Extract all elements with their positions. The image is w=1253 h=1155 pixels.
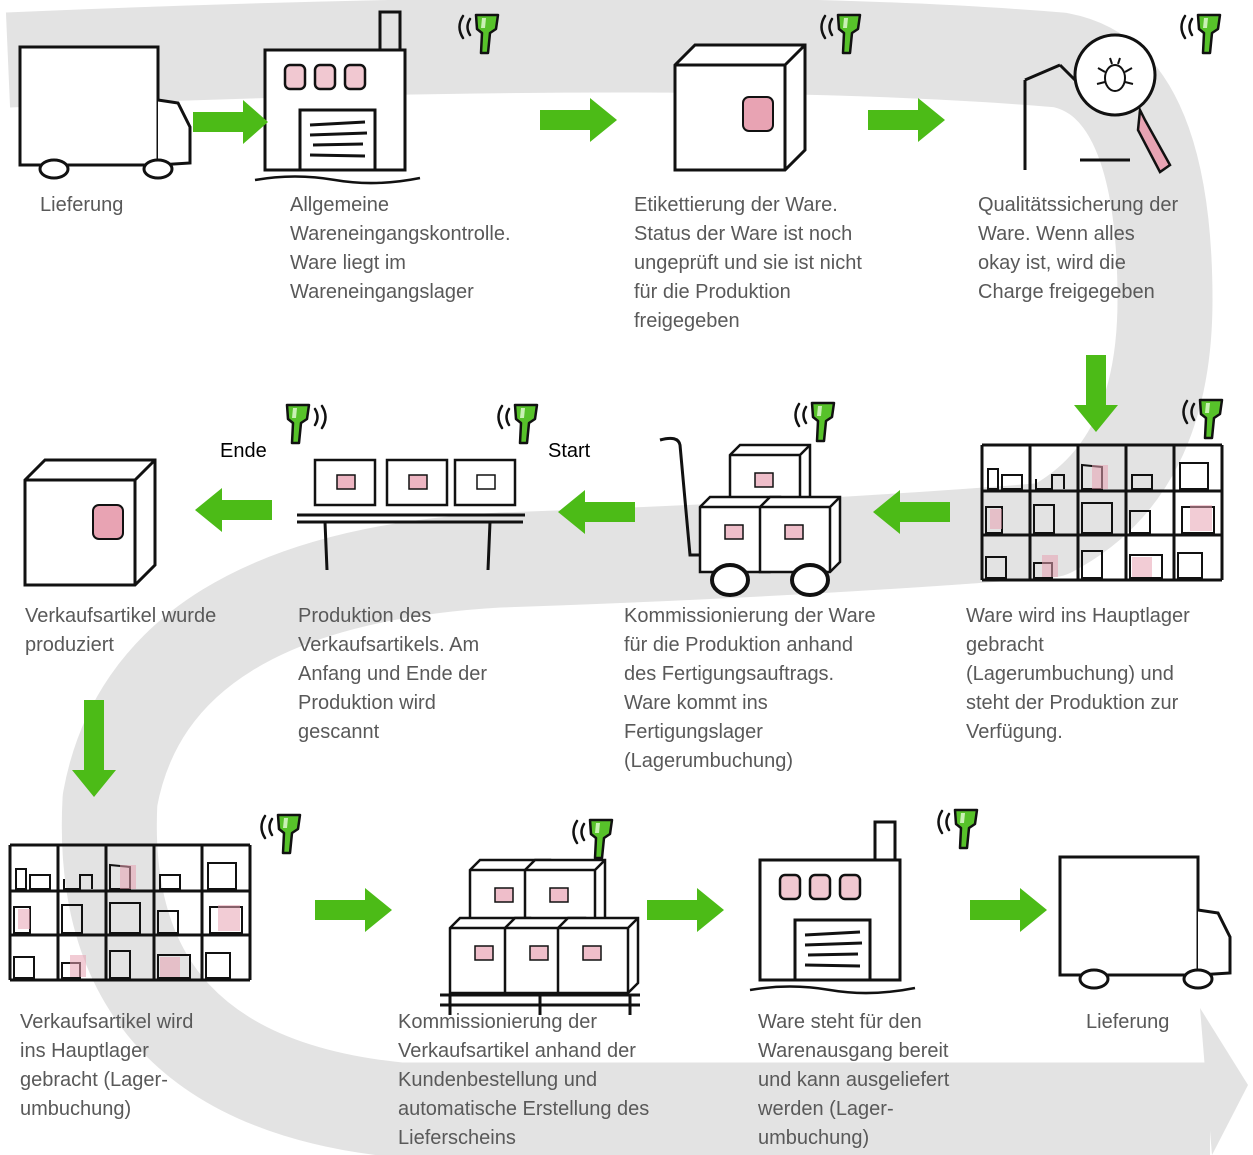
- arrow-left: [195, 488, 272, 532]
- package-label-icon: [675, 45, 805, 170]
- step-label-main-warehouse: Ware wird ins Hauptlager gebracht (Lager…: [966, 602, 1190, 747]
- arrow-right: [970, 888, 1047, 932]
- start-tag: Start: [548, 440, 590, 463]
- arrow-right: [540, 98, 617, 142]
- step-label-order-picking: Kommissionierung der Verkaufsartikel anh…: [398, 1008, 649, 1153]
- scanner-icon: [287, 405, 326, 443]
- step-label-quality-assurance: Qualitätssicherung der Ware. Wenn alles …: [978, 191, 1178, 307]
- finished-product-icon: [25, 460, 155, 585]
- scanner-icon: [796, 403, 835, 441]
- step-label-production: Produktion des Verkaufsartikels. Am Anfa…: [298, 602, 487, 747]
- end-tag: Ende: [220, 440, 267, 463]
- step-label-labeling: Etikettierung der Ware. Status der Ware …: [634, 191, 862, 336]
- scanner-icon: [939, 810, 978, 848]
- arrow-right: [315, 888, 392, 932]
- scanner-icon: [262, 815, 301, 853]
- scanner-icon: [574, 820, 613, 858]
- arrow-right: [647, 888, 724, 932]
- step-label-delivery: Lieferung: [40, 191, 123, 220]
- step-label-product-produced: Verkaufsartikel wurde produziert: [25, 602, 216, 660]
- step-label-production-picking: Kommissionierung der Ware für die Produk…: [624, 602, 876, 776]
- scanner-icon: [1182, 15, 1221, 53]
- arrow-right: [193, 100, 268, 144]
- pallet-icon: [440, 860, 640, 1015]
- arrow-right: [868, 98, 945, 142]
- truck-icon: [1060, 857, 1230, 988]
- step-label-goods-out: Ware steht für den Warenausgang bereit u…: [758, 1008, 949, 1153]
- factory-icon: [750, 822, 915, 993]
- step-label-final-delivery: Lieferung: [1086, 1008, 1169, 1037]
- step-label-incoming-inspection: Allgemeine Wareneingangskontrolle. Ware …: [290, 191, 511, 307]
- step-label-product-to-warehouse: Verkaufsartikel wird ins Hauptlager gebr…: [20, 1008, 193, 1124]
- scanner-icon: [499, 405, 538, 443]
